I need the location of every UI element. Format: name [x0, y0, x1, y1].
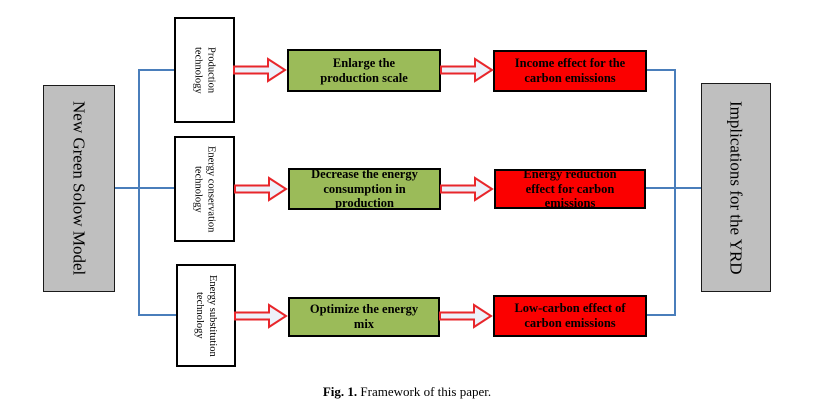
tech-node-label: Energy substitution technology [194, 274, 219, 357]
block-arrow-icon [440, 57, 494, 83]
output-node-implications-yrd: Implications for the YRD [701, 83, 771, 292]
connector-line-right-middle-branch [646, 187, 702, 189]
mechanism-node-label: Optimize the energy mix [309, 302, 419, 331]
input-node-new-green-solow-model: New Green Solow Model [43, 85, 115, 292]
connector-line-left-trunk [138, 69, 140, 316]
connector-line-left-top-branch [139, 69, 175, 71]
connector-line-right-top-stub [647, 69, 675, 71]
output-node-label: Implications for the YRD [726, 100, 746, 275]
effect-node-label: Low-carbon effect of carbon emissions [514, 301, 626, 330]
effect-node-label: Income effect for the carbon emissions [514, 56, 626, 85]
connector-line-left-bottom-branch [139, 314, 177, 316]
caption-label: Fig. 1. [322, 384, 358, 399]
effect-node-income-effect: Income effect for the carbon emissions [493, 50, 647, 92]
mechanism-node-label: Enlarge the production scale [320, 55, 408, 85]
caption-text: Framework of this paper. [360, 384, 492, 399]
connector-line-left-middle-branch [114, 187, 175, 189]
block-arrow-icon [234, 303, 288, 329]
connector-line-right-bottom-stub [647, 314, 675, 316]
tech-node-energy-conservation-technology: Energy conservation technology [174, 136, 235, 242]
mechanism-node-enlarge-production-scale: Enlarge the production scale [287, 49, 441, 92]
mechanism-node-label: Decrease the energy consumption in produ… [311, 166, 418, 211]
tech-node-label: Energy conservation technology [192, 145, 217, 233]
block-arrow-icon [439, 303, 493, 329]
tech-node-label: Production technology [192, 46, 217, 94]
effect-node-low-carbon-effect: Low-carbon effect of carbon emissions [493, 295, 647, 337]
effect-node-energy-reduction-effect: Energy reduction effect for carbon emiss… [494, 166, 646, 211]
tech-node-production-technology: Production technology [174, 17, 235, 123]
connector-line-right-trunk [674, 69, 676, 316]
input-node-label: New Green Solow Model [69, 101, 89, 276]
mechanism-node-optimize-energy-mix: Optimize the energy mix [288, 297, 440, 337]
block-arrow-icon [234, 176, 288, 202]
block-arrow-icon [440, 176, 494, 202]
tech-node-energy-substitution-technology: Energy substitution technology [176, 264, 236, 367]
block-arrow-icon [233, 57, 287, 83]
effect-node-label: Energy reduction effect for carbon emiss… [523, 166, 617, 211]
mechanism-node-decrease-energy-consumption: Decrease the energy consumption in produ… [288, 166, 441, 211]
figure-caption: Fig. 1. Framework of this paper. [0, 384, 814, 400]
